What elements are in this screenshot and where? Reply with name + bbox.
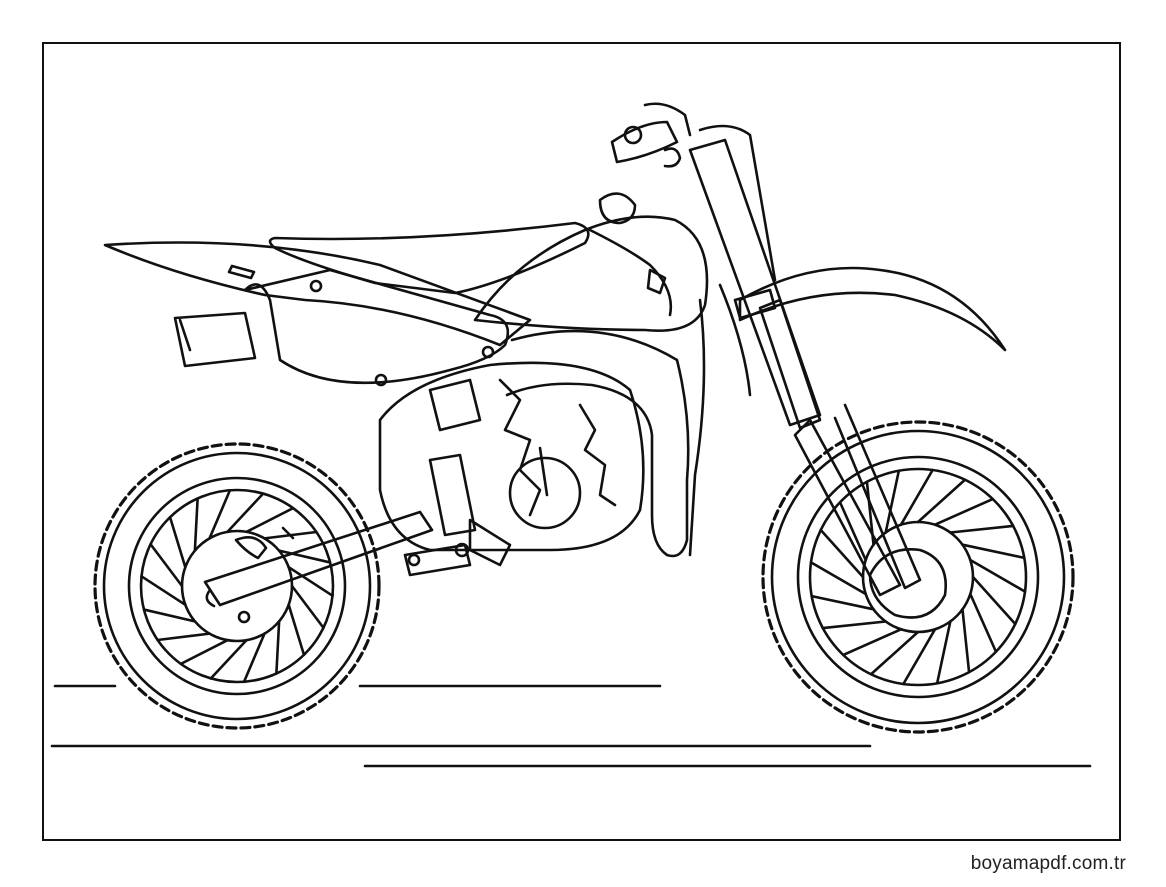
- wheel-spoke: [208, 488, 232, 540]
- wheel-spoke: [935, 620, 952, 685]
- wheel-spoke: [810, 594, 875, 611]
- wheel-spoke: [290, 584, 325, 630]
- wheel-spoke: [242, 632, 266, 684]
- wheel-spoke: [969, 558, 1027, 593]
- coloring-page-frame: [42, 42, 1121, 841]
- wheel-spoke: [287, 565, 334, 597]
- wheel-spoke: [961, 543, 1026, 560]
- wheel-spoke: [838, 500, 867, 562]
- wheel-spoke: [209, 638, 248, 680]
- wheel-spoke: [142, 608, 197, 623]
- seat: [268, 221, 590, 295]
- swingarm: [203, 510, 434, 624]
- engine: [378, 361, 645, 577]
- wheel-spoke: [902, 628, 937, 686]
- wheel-spoke: [156, 632, 211, 642]
- wheel-spoke: [140, 575, 187, 607]
- wheel-spoke: [949, 524, 1015, 534]
- front-wheel: [761, 420, 1075, 734]
- wheel-spoke: [821, 620, 887, 630]
- ground-lines: [50, 684, 1092, 768]
- rear-fender: [103, 241, 532, 387]
- wheel-spoke: [287, 603, 306, 657]
- rear-wheel: [93, 442, 381, 730]
- wheel-spoke: [841, 628, 903, 657]
- front-fork: [688, 138, 922, 597]
- wheel-spoke: [245, 506, 295, 534]
- wheel-spoke: [969, 592, 998, 654]
- front-fender: [738, 266, 1007, 352]
- wheel-spoke: [884, 469, 901, 534]
- wheel-spoke: [809, 561, 867, 596]
- exhaust-muffler: [173, 311, 257, 368]
- site-credit: boyamapdf.com.tr: [970, 853, 1126, 874]
- wheel-spoke: [226, 492, 265, 534]
- wheel-spoke: [179, 638, 229, 666]
- wheel-spoke: [168, 515, 187, 569]
- wheel-spoke: [149, 542, 184, 588]
- wheel-spoke: [275, 620, 281, 675]
- handlebar: [610, 102, 777, 282]
- wheel-spoke: [899, 468, 934, 526]
- wheel-spoke: [193, 497, 199, 552]
- frame: [505, 283, 752, 558]
- wheel-spoke: [277, 549, 332, 564]
- wheel-spoke: [971, 575, 1017, 626]
- wheel-spoke: [916, 478, 967, 524]
- wheel-spoke: [869, 630, 920, 676]
- fuel-tank-shroud: [473, 192, 709, 332]
- wheel-spoke: [819, 528, 865, 579]
- wheel-spoke: [961, 608, 971, 674]
- wheel-spoke: [933, 497, 995, 526]
